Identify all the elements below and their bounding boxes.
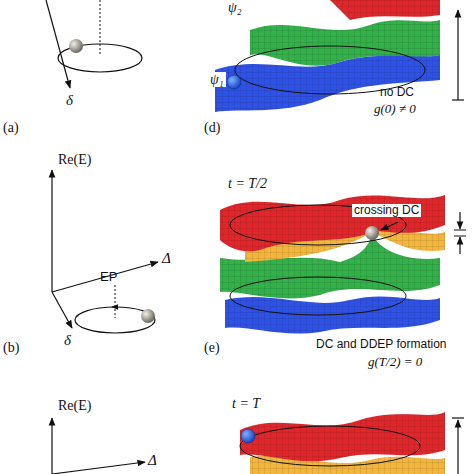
panel-b: [52, 170, 158, 333]
axis-label: Δ: [162, 250, 171, 267]
axis-label: Δ: [148, 452, 157, 469]
time-label: t = T: [232, 396, 260, 411]
axis-label: δ: [64, 332, 71, 349]
annotation: g(0) ≠ 0: [374, 102, 416, 116]
annotation: crossing DC: [352, 204, 421, 217]
state-label: ψ₂: [226, 0, 244, 15]
panel-c: [52, 418, 145, 474]
panel-label: (a): [3, 120, 19, 135]
axis-label: Re(E): [58, 152, 91, 167]
panel-label: (b): [3, 340, 19, 355]
annotation: g(T/2) = 0: [368, 355, 422, 369]
annotation: DC and DDEP formation: [316, 338, 447, 351]
surfaces-f: [240, 412, 464, 474]
annotation: no DC: [380, 86, 414, 99]
panel-a: [46, 0, 142, 88]
axis-label: Re(E): [58, 398, 91, 413]
panel-label: (d): [204, 120, 220, 135]
axis-label: δ: [66, 92, 73, 109]
point-label: EP: [100, 270, 117, 284]
state-label: ψ₁: [208, 72, 226, 87]
surfaces-d: [215, 0, 464, 112]
panel-label: (e): [204, 340, 220, 355]
surfaces-e: [220, 195, 466, 334]
time-label: t = T/2: [228, 176, 267, 191]
